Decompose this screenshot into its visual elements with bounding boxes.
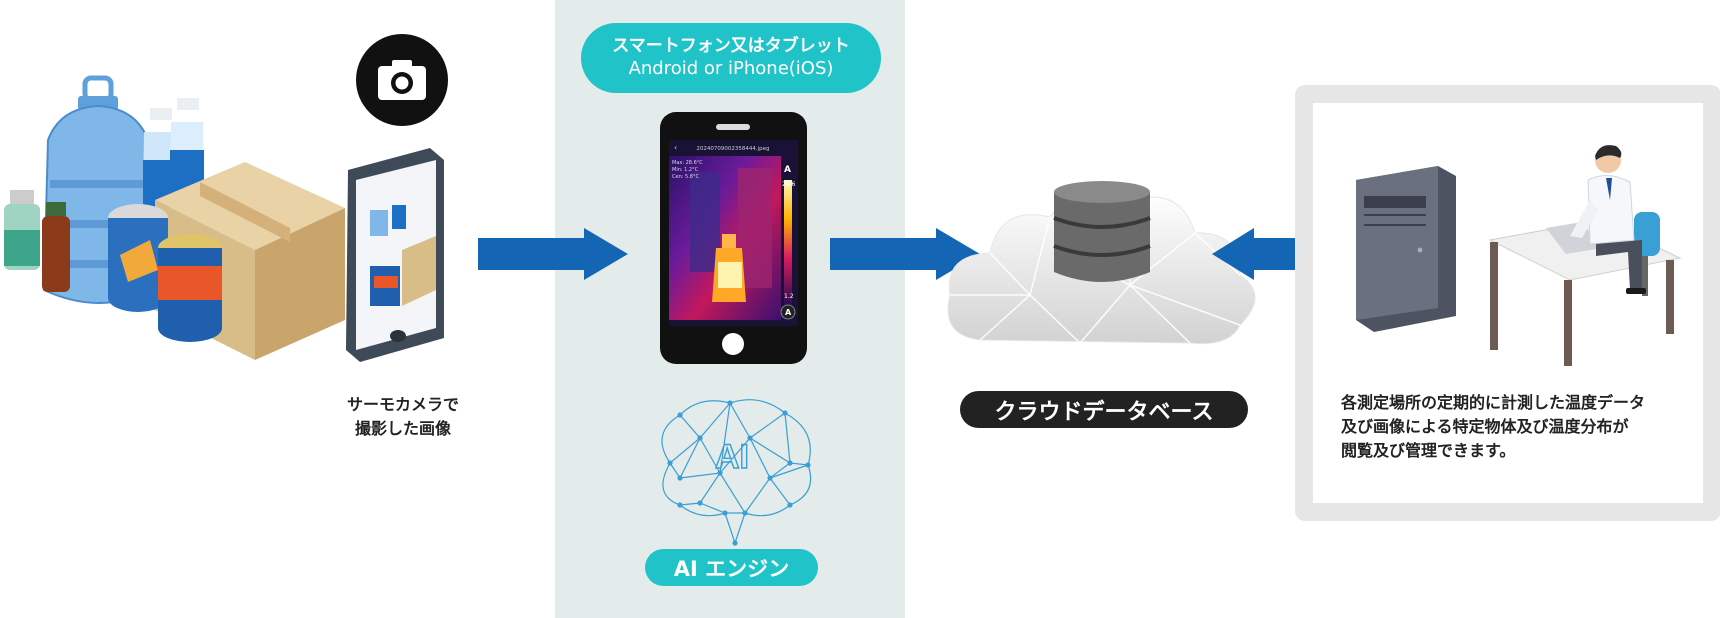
person (1570, 145, 1646, 294)
capture-caption-line2: 撮影した画像 (354, 419, 451, 438)
camera-icon (356, 34, 448, 126)
screen-min-value: 1.2 (784, 293, 794, 300)
management-caption-line3: 閲覧及び管理できます。 (1341, 441, 1516, 460)
capture-caption-line1: サーモカメラで (346, 395, 459, 414)
office-illustration (1356, 145, 1682, 366)
svg-text:‹: ‹ (674, 143, 677, 152)
cloud-database-label: クラウドデータベース (960, 391, 1248, 428)
arrow-right-icon (478, 228, 628, 280)
database-icon (1053, 181, 1151, 282)
management-caption-line1: 各測定場所の定期的に計測した温度データ (1341, 393, 1646, 412)
device-label-line2: Android or iPhone(iOS) (628, 58, 834, 79)
products-illustration (4, 75, 444, 362)
screen-filename: 20240709002358444.jpeg (696, 146, 769, 152)
screen-max-value: 28.6 (782, 181, 796, 188)
management-caption: 各測定場所の定期的に計測した温度データ 及び画像による特定物体及び温度分布が 閲… (1341, 391, 1686, 463)
screen-stat-min: Min: 1.2°C (672, 167, 699, 173)
speaker (716, 124, 750, 130)
screen-stat-center: Cen: 5.8°C (672, 174, 699, 180)
device-label: スマートフォン又はタブレット Android or iPhone(iOS) (581, 23, 881, 93)
home-button (722, 333, 744, 355)
ai-brain-text: AI (715, 438, 749, 476)
screen-stat-max: Max: 28.6°C (672, 160, 703, 166)
server-icon (1356, 166, 1456, 332)
smartphone: 20240709002358444.jpeg ‹ Max: 28.6°C Min… (660, 112, 807, 364)
screen-mode-label-bottom: A (785, 308, 792, 317)
ai-brain-icon: AI (661, 399, 812, 546)
device-label-line1: スマートフォン又はタブレット (612, 36, 850, 56)
food-cans (108, 204, 222, 342)
camera-phone (346, 148, 444, 362)
arrow-right-icon (830, 228, 980, 280)
management-caption-line2: 及び画像による特定物体及び温度分布が (1341, 417, 1629, 436)
capture-caption: サーモカメラで 撮影した画像 (338, 393, 468, 441)
ai-engine-label: AI エンジン (645, 549, 818, 586)
medicine-bottles (4, 190, 70, 292)
screen-mode-label-top: A (784, 165, 791, 175)
